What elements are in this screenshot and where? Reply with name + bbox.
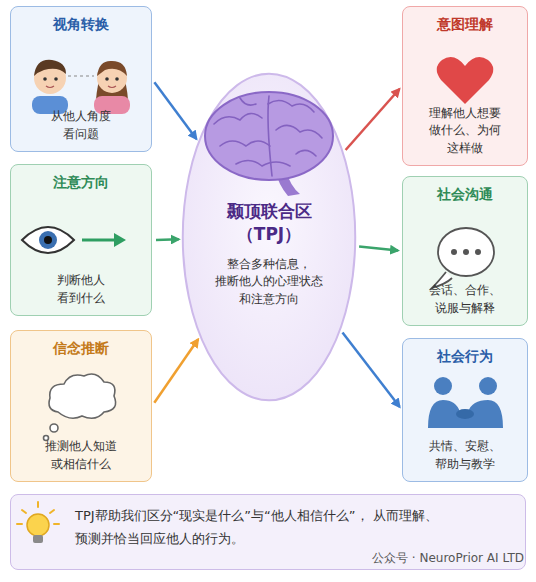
outcome-box: 社会行为共情、安慰、 帮助与教学 xyxy=(402,338,528,482)
node-body: 会话、合作、 说服与解释 xyxy=(425,282,505,317)
outcome-box: 社会沟通会话、合作、 说服与解释 xyxy=(402,176,528,326)
node-body: 共情、安慰、 帮助与教学 xyxy=(425,438,505,473)
node-body: 从他人角度 看问题 xyxy=(41,108,121,143)
outcome-box: 意图理解理解他人想要 做什么、为何 这样做 xyxy=(402,6,528,166)
node-heading: 社会行为 xyxy=(437,347,493,367)
node-heading: 社会沟通 xyxy=(437,185,493,205)
tpj-ellipse: 颞顶联合区 （TPJ） 整合多种信息， 推断他人的心理状态 和注意方向 xyxy=(181,72,357,402)
node-body: 推测他人知道 或相信什么 xyxy=(41,438,121,473)
arrow-connector xyxy=(154,339,198,402)
node-body: TPJ帮助我们区分“现实是什么”与“他人相信什么”， 从而理解、预测并恰当回应他… xyxy=(75,505,455,551)
arrow-connector xyxy=(359,247,398,251)
node-heading: 注意方向 xyxy=(53,173,109,193)
arrow-connector xyxy=(156,238,179,241)
node-body: 理解他人想要 做什么、为何 这样做 xyxy=(425,105,505,157)
arrow-connector xyxy=(346,89,400,150)
node-heading: 颞顶联合区 （TPJ） xyxy=(217,200,321,246)
watermark: 公众号 · NeuroPrior AI LTD xyxy=(372,550,524,567)
node-heading: 意图理解 xyxy=(437,15,493,35)
arrow-connector xyxy=(343,333,400,407)
concept-box: 注意方向判断他人 看到什么 xyxy=(10,164,152,316)
node-body: 判断他人 看到什么 xyxy=(41,272,121,307)
node-heading: 视角转换 xyxy=(53,15,109,35)
arrow-connector xyxy=(154,82,196,139)
node-body: 整合多种信息， 推断他人的心理状态 和注意方向 xyxy=(210,256,328,308)
concept-box: 视角转换从他人角度 看问题 xyxy=(10,6,152,152)
concept-box: 信念推断推测他人知道 或相信什么 xyxy=(10,330,152,482)
node-heading: 信念推断 xyxy=(53,339,109,359)
